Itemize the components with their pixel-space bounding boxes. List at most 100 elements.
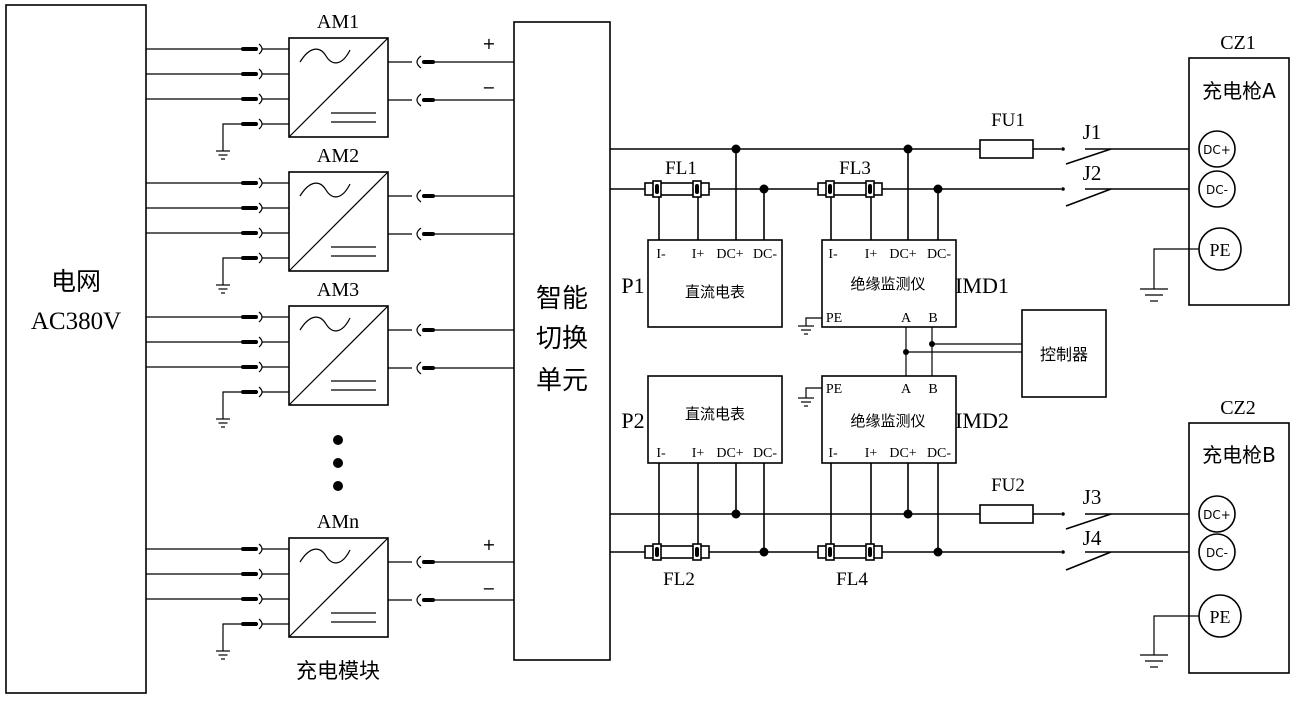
p2-terminal-dc-plus: DC+ xyxy=(716,446,743,461)
shunt-label-fl1: FL1 xyxy=(665,158,697,179)
socket-arc xyxy=(258,202,263,214)
gun-b-dc-plus: DC+ xyxy=(1203,508,1231,522)
socket-arc xyxy=(258,618,263,630)
socket-arc xyxy=(258,543,263,555)
gun-a-pe: PE xyxy=(1209,240,1230,260)
imd1-title: 绝缘监测仪 xyxy=(850,275,925,293)
imd2-device: PE A B 绝缘监测仪 I- I+ DC+ DC- xyxy=(821,375,957,464)
gun-b-pe: PE xyxy=(1209,607,1230,627)
fuse-label-fu1: FU1 xyxy=(991,110,1025,131)
gun-a-dc-minus: DC- xyxy=(1206,183,1228,197)
shunt-fl2 xyxy=(817,180,883,198)
p1-label: P1 xyxy=(621,273,644,298)
fuse-label-fu2: FU2 xyxy=(991,475,1025,496)
dc-socket-arc xyxy=(416,323,422,337)
socket-arc xyxy=(258,568,263,580)
minus-label-bottom: − xyxy=(482,579,495,598)
gun-b-dc-minus: DC- xyxy=(1206,546,1228,560)
shunt-fl4 xyxy=(817,543,883,561)
ac-input-lines xyxy=(146,43,289,660)
contactor-label-j1: J1 xyxy=(1083,120,1102,144)
charging-gun-a: CZ1 充电枪A DC+ DC- PE xyxy=(1140,32,1290,306)
p2-title: 直流电表 xyxy=(685,405,745,423)
p2-label: P2 xyxy=(621,408,644,433)
imd2-terminal-i-minus: I- xyxy=(828,446,838,461)
imd2-terminal-dc-plus: DC+ xyxy=(889,446,916,461)
ac-symbol xyxy=(299,316,351,332)
ground-wire xyxy=(222,391,243,419)
contactor-j2: J2 xyxy=(1061,161,1112,207)
module-name: AM2 xyxy=(317,145,359,167)
dc-meter-p2: 直流电表 I- I+ DC+ DC- xyxy=(647,375,783,464)
shunts xyxy=(644,180,883,561)
imd2-label: IMD2 xyxy=(955,408,1009,433)
fuse-fu1: FU1 xyxy=(979,110,1034,159)
socket-arc xyxy=(258,118,263,130)
imd2-a: A xyxy=(901,382,912,397)
shunt-fl1 xyxy=(644,180,710,198)
imd2-terminal-dc-minus: DC- xyxy=(927,446,951,461)
module-am2: AM2 xyxy=(288,145,514,272)
fuse-fu2: FU2 xyxy=(979,475,1034,524)
socket-arc xyxy=(258,311,263,323)
contactor-j1: J1 xyxy=(1061,120,1112,165)
imd1-device: I- I+ DC+ DC- 绝缘监测仪 PE A B xyxy=(821,239,957,328)
socket-arc xyxy=(258,593,263,605)
imd1-terminal-dc-minus: DC- xyxy=(927,247,951,262)
module-diagonal xyxy=(288,171,389,272)
module-diagonal xyxy=(288,37,389,138)
imd2-b: B xyxy=(928,382,937,397)
shunt-label-fl4: FL4 xyxy=(836,569,868,590)
module-name: AMn xyxy=(317,511,359,533)
contactor-label-j4: J4 xyxy=(1083,526,1102,550)
module-am3: AM3 xyxy=(288,279,514,406)
dc-socket-arc xyxy=(416,361,422,375)
p1-terminal-i-minus: I- xyxy=(656,247,666,262)
module-amn: AMn xyxy=(288,511,514,638)
shunt-labels: FL1 FL3 FL2 FL4 xyxy=(663,158,871,590)
imd1-terminal-i-plus: I+ xyxy=(865,247,878,262)
p1-title: 直流电表 xyxy=(685,283,745,301)
ground-wire xyxy=(222,623,243,651)
socket-arc xyxy=(258,93,263,105)
module-name: AM1 xyxy=(317,11,359,33)
ground-wire xyxy=(222,257,243,285)
dc-socket-arc xyxy=(416,227,422,241)
contactor-label-j3: J3 xyxy=(1083,485,1102,509)
imd2-terminal-i-plus: I+ xyxy=(865,446,878,461)
switch-unit-line3: 单元 xyxy=(536,366,588,396)
p1-terminal-dc-plus: DC+ xyxy=(716,247,743,262)
socket-arc xyxy=(258,177,263,189)
minus-label-top: − xyxy=(482,78,495,97)
contactor-j4: J4 xyxy=(1061,526,1112,571)
shunt-fl3 xyxy=(644,543,710,561)
dc-socket-arc xyxy=(416,93,422,107)
contactor-j3: J3 xyxy=(1061,485,1112,530)
shunt-label-fl3: FL3 xyxy=(839,158,871,179)
grid-label-line1: 电网 xyxy=(51,268,101,296)
junction-dots xyxy=(731,144,943,557)
imd1-terminal-dc-plus: DC+ xyxy=(889,247,916,262)
gun-a-title: 充电枪A xyxy=(1202,79,1276,103)
p1-terminal-dc-minus: DC- xyxy=(753,247,777,262)
imd-pe-grounds xyxy=(798,317,822,407)
charging-gun-b: CZ2 充电枪B DC+ DC- PE xyxy=(1140,397,1290,674)
dc-socket-arc xyxy=(416,555,422,569)
gun-a-dc-plus: DC+ xyxy=(1203,143,1231,157)
p2-terminal-dc-minus: DC- xyxy=(753,446,777,461)
module-am1: AM1 xyxy=(288,11,514,138)
imd1-terminal-i-minus: I- xyxy=(828,247,838,262)
module-diagonal xyxy=(288,537,389,638)
dc-socket-arc xyxy=(416,189,422,203)
imd2-pe: PE xyxy=(826,382,842,397)
socket-arc xyxy=(258,68,263,80)
dc-meter-p1: I- I+ DC+ DC- 直流电表 xyxy=(647,239,783,328)
contactor-label-j2: J2 xyxy=(1083,161,1102,185)
plus-label-bottom: + xyxy=(482,535,495,554)
cz2-label: CZ2 xyxy=(1220,397,1256,419)
dc-socket-arc xyxy=(416,593,422,607)
controller-label: 控制器 xyxy=(1040,345,1088,364)
ground-wire xyxy=(222,123,243,151)
gun-b-title: 充电枪B xyxy=(1202,443,1276,467)
socket-arc xyxy=(258,386,263,398)
